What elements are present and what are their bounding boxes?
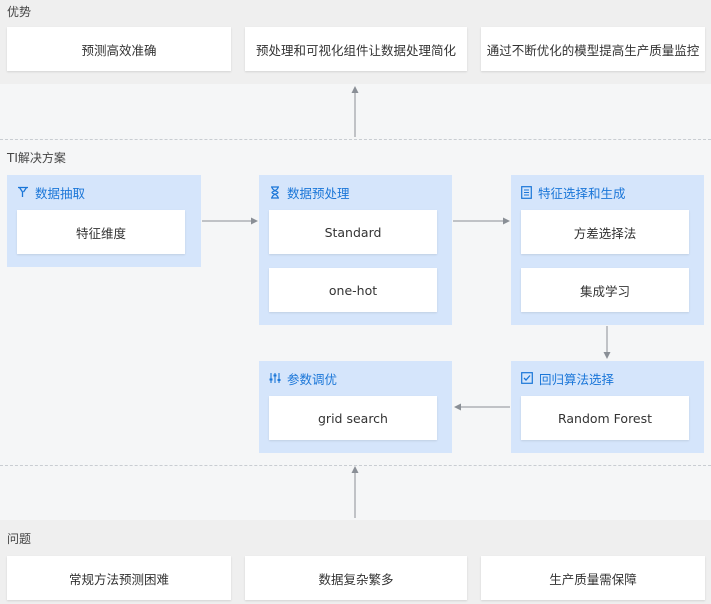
panel-algorithm-selection: 回归算法选择 Random Forest — [511, 361, 704, 453]
panel-algorithm-header: 回归算法选择 — [521, 370, 615, 387]
preprocess-item-onehot: one-hot — [269, 268, 437, 312]
panel-preprocess-header: 数据预处理 — [269, 184, 350, 201]
panel-preprocess: 数据预处理 Standard one-hot — [259, 175, 452, 325]
algorithm-item-random-forest: Random Forest — [521, 396, 689, 440]
panel-feature-header: 特征选择和生成 — [521, 184, 626, 201]
feature-item-ensemble: 集成学习 — [521, 268, 689, 312]
sliders-icon — [269, 372, 281, 384]
advantages-title: 优势 — [7, 5, 32, 19]
advantage-card-3: 通过不断优化的模型提高生产质量监控 — [481, 27, 705, 71]
hourglass-icon — [269, 185, 281, 199]
top-divider — [0, 139, 711, 140]
tuning-item-grid-search: grid search — [269, 396, 437, 440]
problem-card-2: 数据复杂繁多 — [245, 556, 467, 600]
panel-extract-header: 数据抽取 — [17, 184, 86, 201]
document-icon — [521, 185, 532, 199]
panel-feature-selection: 特征选择和生成 方差选择法 集成学习 — [511, 175, 704, 325]
preprocess-item-standard: Standard — [269, 210, 437, 254]
problem-card-1: 常规方法预测困难 — [7, 556, 231, 600]
advantage-card-1: 预测高效准确 — [7, 27, 231, 71]
panel-preprocess-title: 数据预处理 — [287, 185, 350, 201]
feature-item-variance: 方差选择法 — [521, 210, 689, 254]
panel-feature-title: 特征选择和生成 — [538, 185, 626, 201]
advantage-card-2: 预处理和可视化组件让数据处理简化 — [245, 27, 467, 71]
panel-tuning-header: 参数调优 — [269, 370, 338, 387]
solution-title: TI解决方案 — [7, 151, 66, 165]
panel-extract-title: 数据抽取 — [35, 185, 86, 201]
filter-icon — [17, 186, 29, 198]
extract-item-1: 特征维度 — [17, 210, 185, 254]
bottom-divider — [0, 465, 711, 466]
checkbox-icon — [521, 372, 533, 384]
panel-algorithm-title: 回归算法选择 — [539, 371, 615, 387]
panel-data-extraction: 数据抽取 特征维度 — [7, 175, 201, 267]
panel-parameter-tuning: 参数调优 grid search — [259, 361, 452, 453]
problem-card-3: 生产质量需保障 — [481, 556, 705, 600]
panel-tuning-title: 参数调优 — [287, 371, 338, 387]
problems-title: 问题 — [7, 532, 32, 546]
